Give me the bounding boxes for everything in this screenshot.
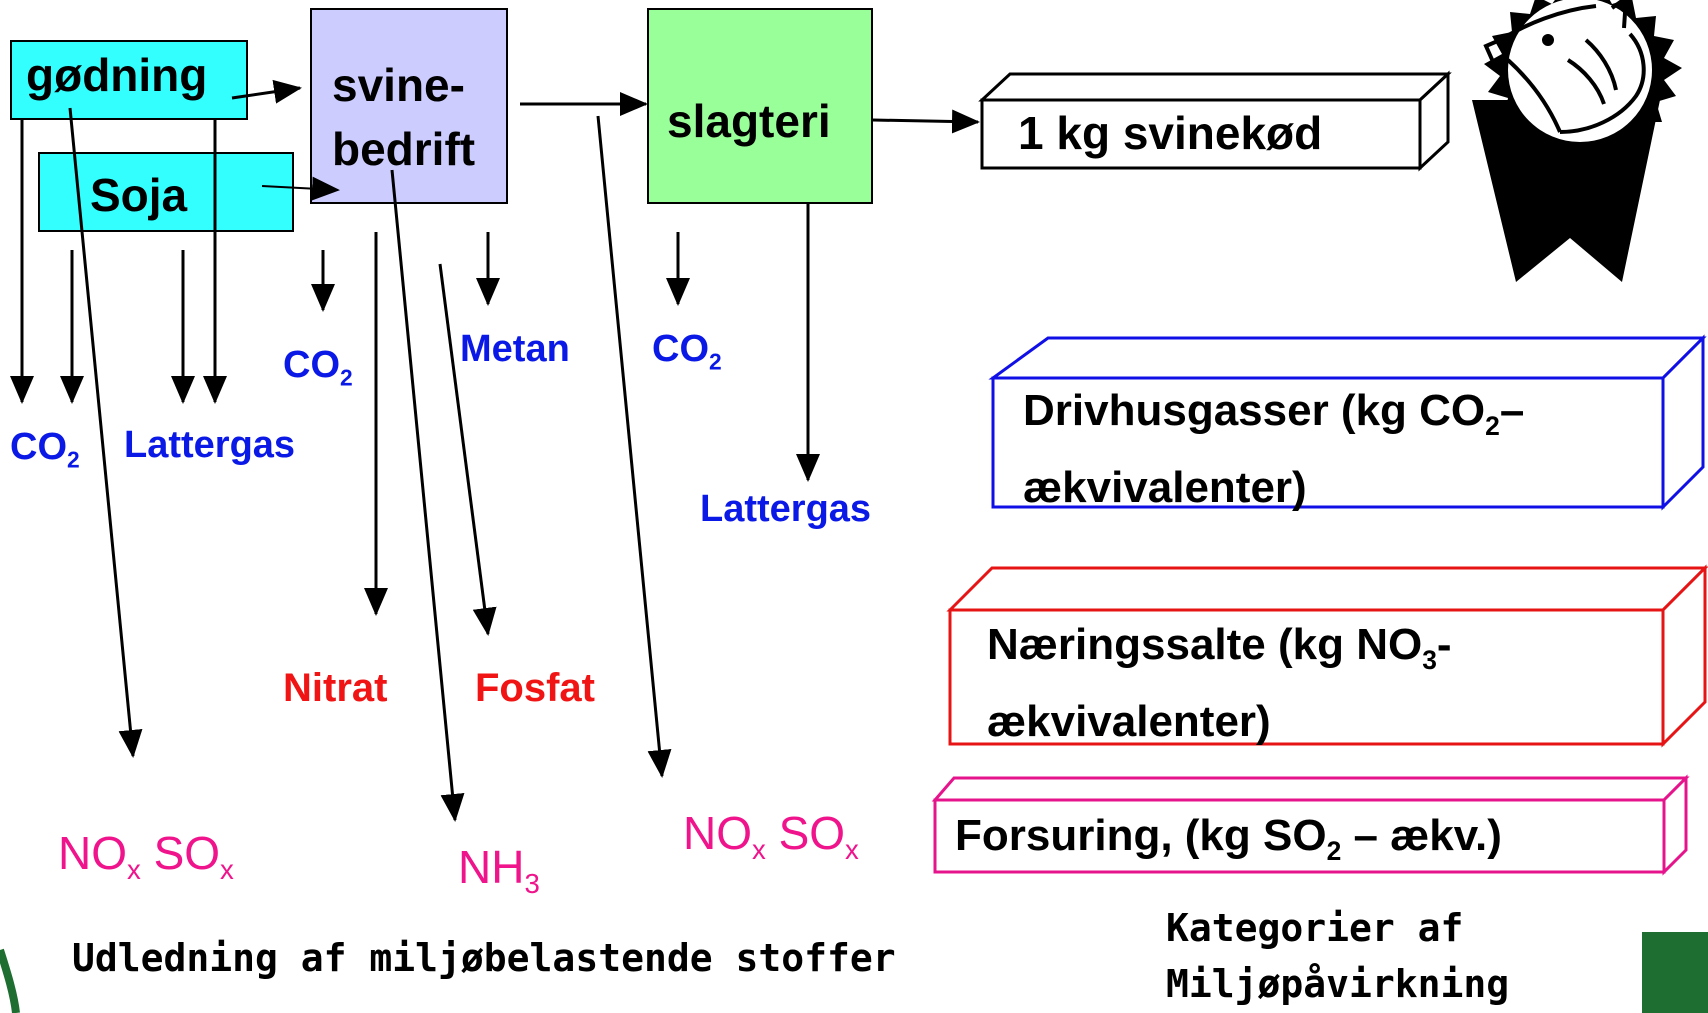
soja-label: Soja [90,169,188,221]
godning-label: gødning [26,49,208,101]
arrow-godning-svine [231,79,302,104]
emissions-caption: Udledning af miljøbelastende stoffer [72,936,896,980]
green-arc [0,948,20,1013]
slagteri-box: slagteri [647,8,873,204]
co2-label-left: CO2 [10,426,80,473]
categories-caption-2: Miljøpåvirkning [1166,962,1510,1006]
svine-label-2: bedrift [332,123,476,175]
svinebedrift-box: svine- bedrift [310,8,508,204]
nox-sox-label-right: NOx SOx [683,807,859,866]
forsuring-box [931,774,1690,876]
soja-box: Soja [38,152,294,232]
metan-label: Metan [460,328,570,370]
pig-head-icon [1483,0,1646,134]
naering-box [946,564,1708,748]
co2-label-slagteri: CO2 [652,328,722,375]
arrow-svine-fosfat [438,263,497,636]
nitrat-label: Nitrat [283,666,388,710]
green-square [1642,932,1708,1013]
nox-sox-label-left: NOx SOx [58,827,234,886]
godning-box: gødning [10,40,248,120]
lattergas-label-left: Lattergas [124,424,296,466]
categories-caption-1: Kategorier af [1166,906,1464,950]
arrow-godning-nox [68,107,143,758]
lattergas-label-slagteri: Lattergas [700,488,872,530]
arrow-svine-nh3 [390,169,465,822]
co2-label-svine: CO2 [283,344,353,391]
forsuring-text: Forsuring, (kg SO2 – ækv.) [955,811,1502,866]
product-label: 1 kg svinekød [1018,107,1323,159]
arrow-slagteri-product [872,109,980,134]
slagteri-label: slagteri [667,95,831,147]
drivhus-box [988,334,1707,511]
svine-label-1: svine- [332,59,465,111]
drivhus-text: Drivhusgasser (kg CO2– ækvivalenter) [1023,386,1525,512]
arrow-slagteri-nox [596,115,672,778]
product-box [978,70,1452,172]
nh3-label: NH3 [458,841,540,900]
fosfat-label: Fosfat [475,666,595,710]
pig-award-badge-icon [1472,0,1682,282]
naering-text: Næringssalte (kg NO3- ækvivalenter) [987,620,1452,746]
arrow-soja-svine [261,176,340,201]
